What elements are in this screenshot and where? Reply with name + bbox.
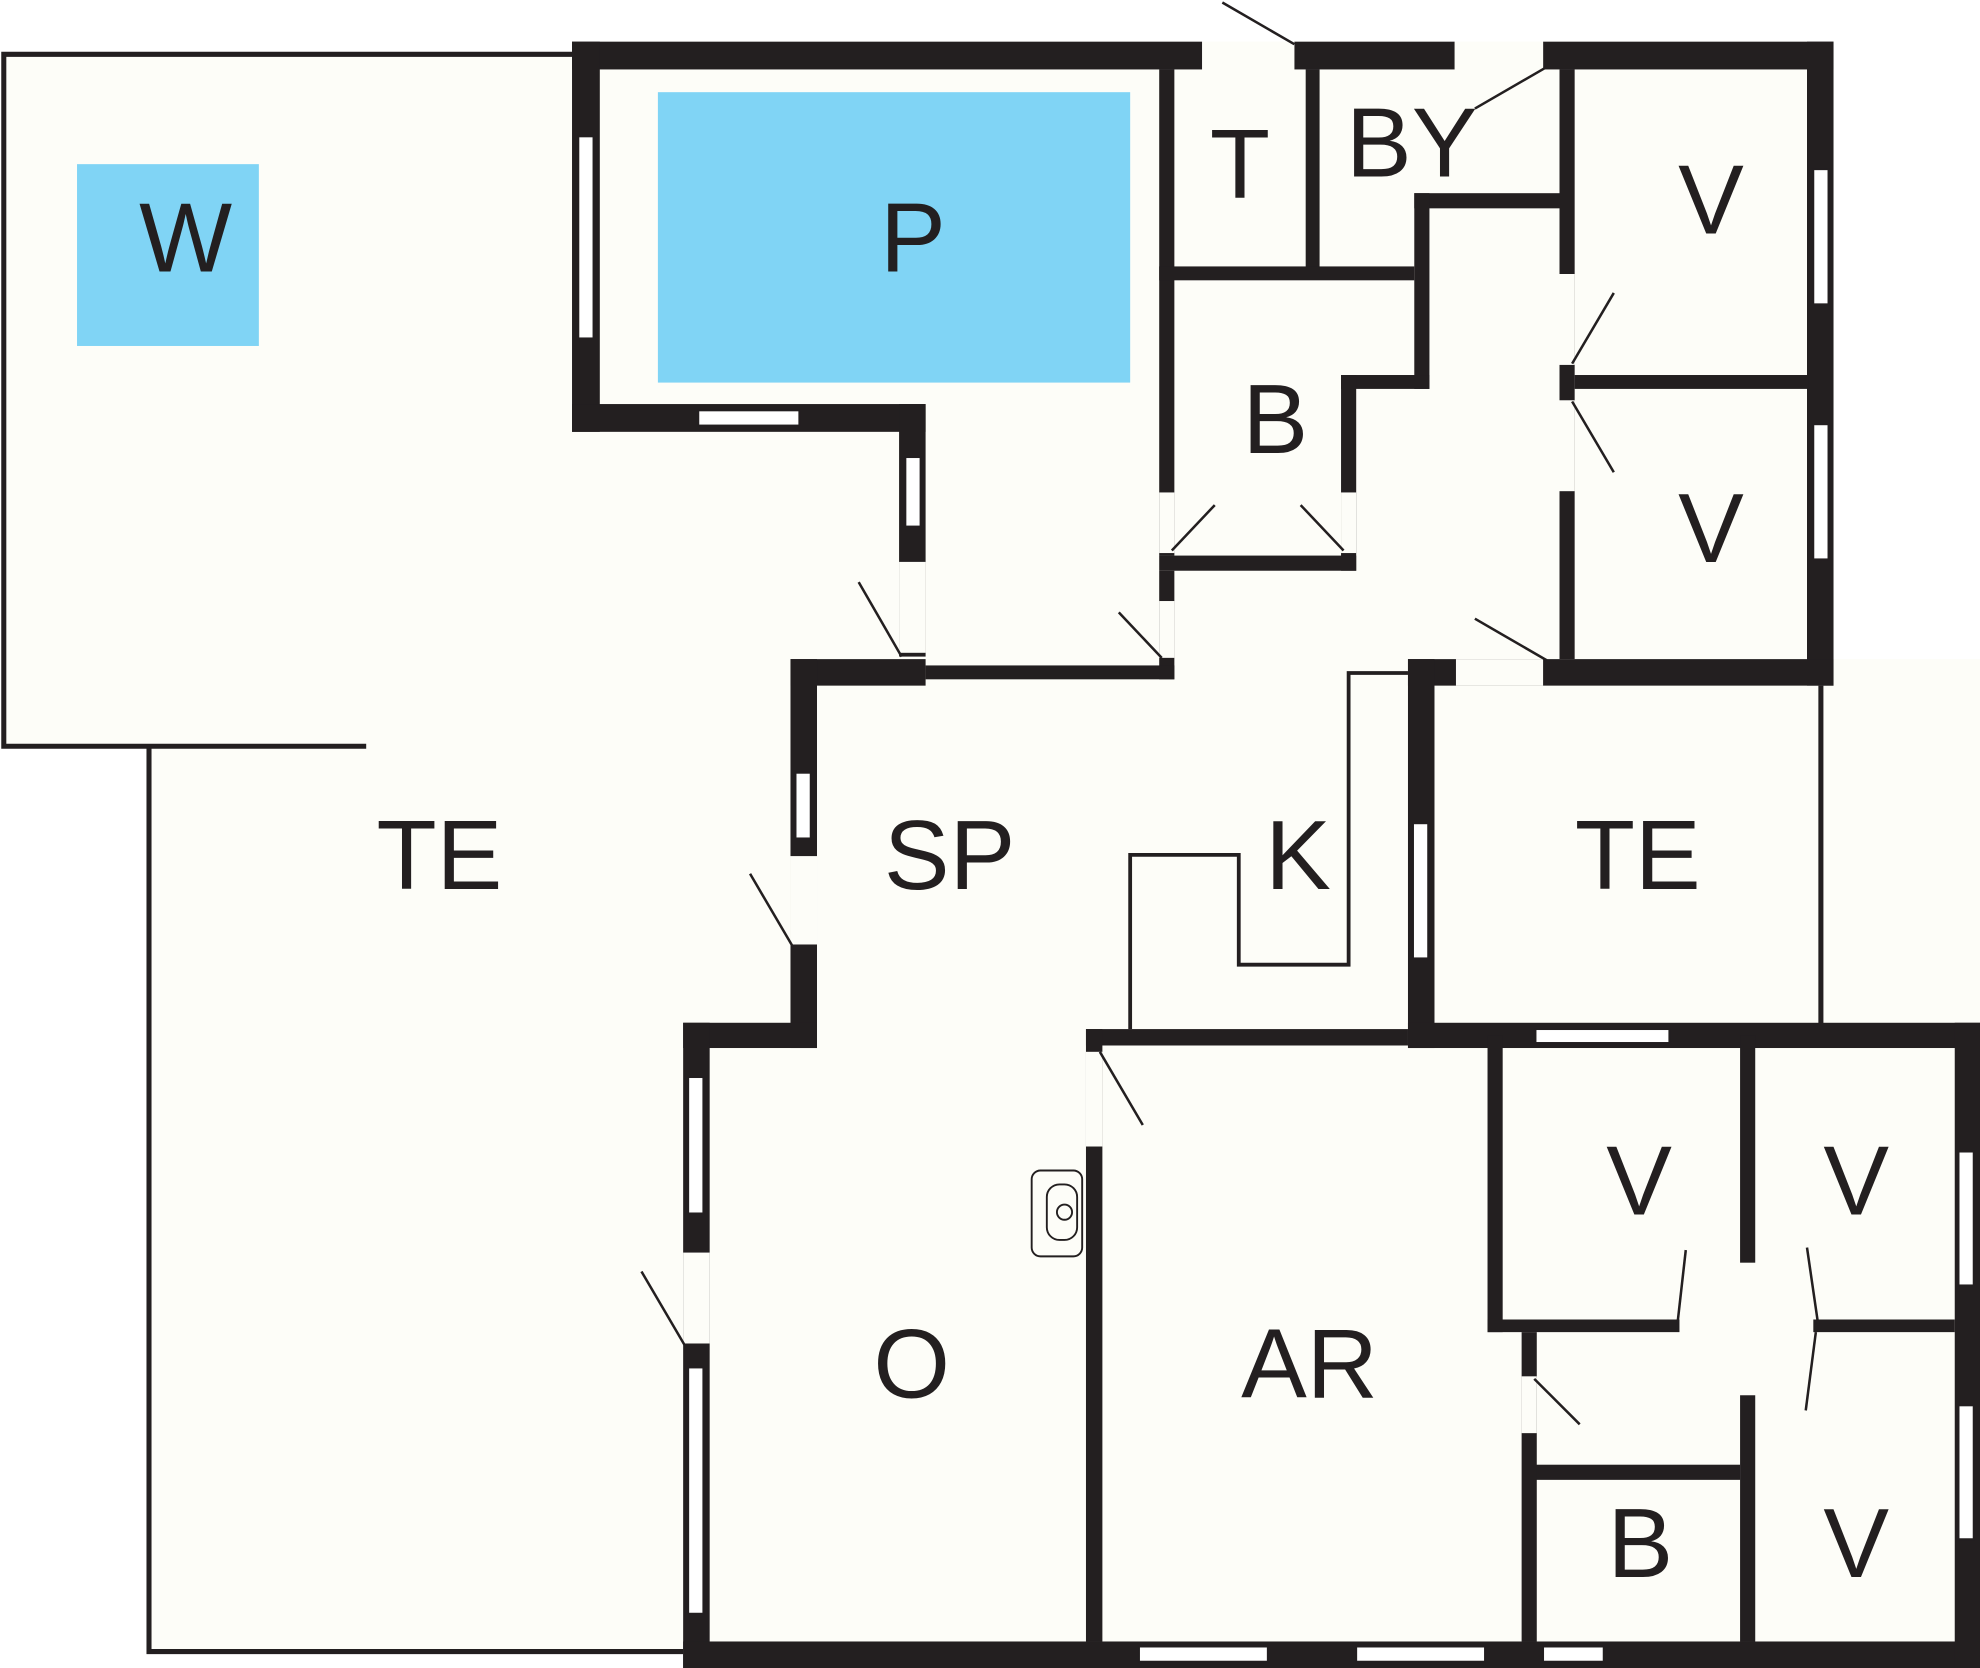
room-label-outdoor-shower: BY [1346, 88, 1477, 198]
room-label-bedroom-1: V [1678, 145, 1744, 255]
room-label-whirlpool: W [139, 182, 232, 292]
doors [640, 1, 1820, 1434]
room-label-bedroom-5: V [1823, 1488, 1889, 1598]
whirlpool [77, 164, 259, 346]
fireplace-icon [1030, 1169, 1084, 1258]
kitchen-counter [1128, 671, 1408, 1030]
room-label-pool: P [880, 182, 946, 292]
room-labels: W P T BY V V B TE SP K TE O AR V V B V [139, 88, 1889, 1598]
room-label-bathroom-2: B [1607, 1488, 1673, 1598]
pool [657, 92, 1131, 383]
room-label-bedroom-4: V [1823, 1126, 1889, 1236]
room-label-toilet: T [1210, 109, 1270, 219]
room-label-bedroom-2: V [1678, 473, 1744, 583]
room-label-bathroom-1: B [1243, 364, 1309, 474]
room-label-terrace-east: TE [1575, 800, 1701, 910]
room-label-living: O [873, 1309, 950, 1419]
room-label-dining: SP [884, 800, 1015, 910]
windows [577, 135, 1975, 1663]
room-label-kitchen: K [1265, 800, 1331, 910]
room-label-activity-room: AR [1241, 1309, 1378, 1419]
room-label-bedroom-3: V [1606, 1126, 1672, 1236]
room-label-terrace-west: TE [377, 800, 503, 910]
terrace-outline [1, 51, 1824, 1655]
